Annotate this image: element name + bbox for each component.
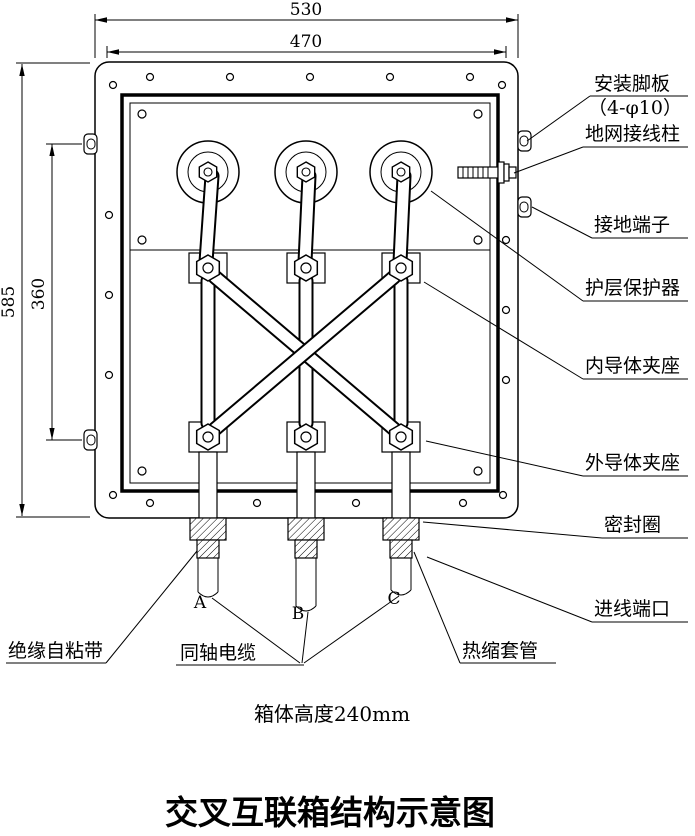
cable-glands [189,517,420,559]
bushing-links [198,168,412,270]
label-ground-grid-terminal: 地网接线柱 [585,123,680,145]
label-inner-conductor-clamp: 内导体夹座 [585,355,680,377]
leader-lines [6,95,688,666]
label-earthing-terminal: 接地端子 [594,214,670,236]
coaxial-cables [197,558,412,612]
dimension-height-outer: 585 [0,62,90,518]
chamber-screws [137,109,483,476]
label-outer-conductor-clamp: 外导体夹座 [585,452,680,474]
dimension-height-inner: 360 [29,143,82,441]
label-inlet-port: 进线端口 [594,598,670,620]
phase-label-a: A [193,593,207,613]
label-mounting-foot: 安装脚板 [594,73,670,95]
dim-585: 585 [0,286,19,318]
outlet-tubes [198,451,411,519]
label-heat-shrink-tube: 热缩套管 [462,640,538,662]
label-coaxial-cable: 同轴电缆 [180,642,256,664]
right-foot-bottom [517,196,532,218]
phase-label-b: B [292,604,305,624]
dim-470: 470 [290,32,322,52]
cross-links [207,269,402,437]
dimension-width-inner: 470 [106,32,507,58]
left-foot-bottom [83,429,98,451]
label-insulating-tape: 绝缘自粘带 [8,640,103,662]
dim-360: 360 [29,278,49,310]
box-height-caption: 箱体高度240mm [254,702,410,726]
drawing-title: 交叉互联箱结构示意图 [165,793,495,832]
label-mounting-foot-spec: （4-φ10） [588,97,682,119]
ground-grid-bolt [457,161,517,184]
label-sheath-protector: 护层保护器 [585,277,680,299]
left-foot-top [83,133,98,155]
dim-530: 530 [290,0,322,20]
right-foot-top [517,130,532,152]
label-sealing-ring: 密封圈 [604,514,661,536]
dimension-width-outer: 530 [94,0,519,58]
